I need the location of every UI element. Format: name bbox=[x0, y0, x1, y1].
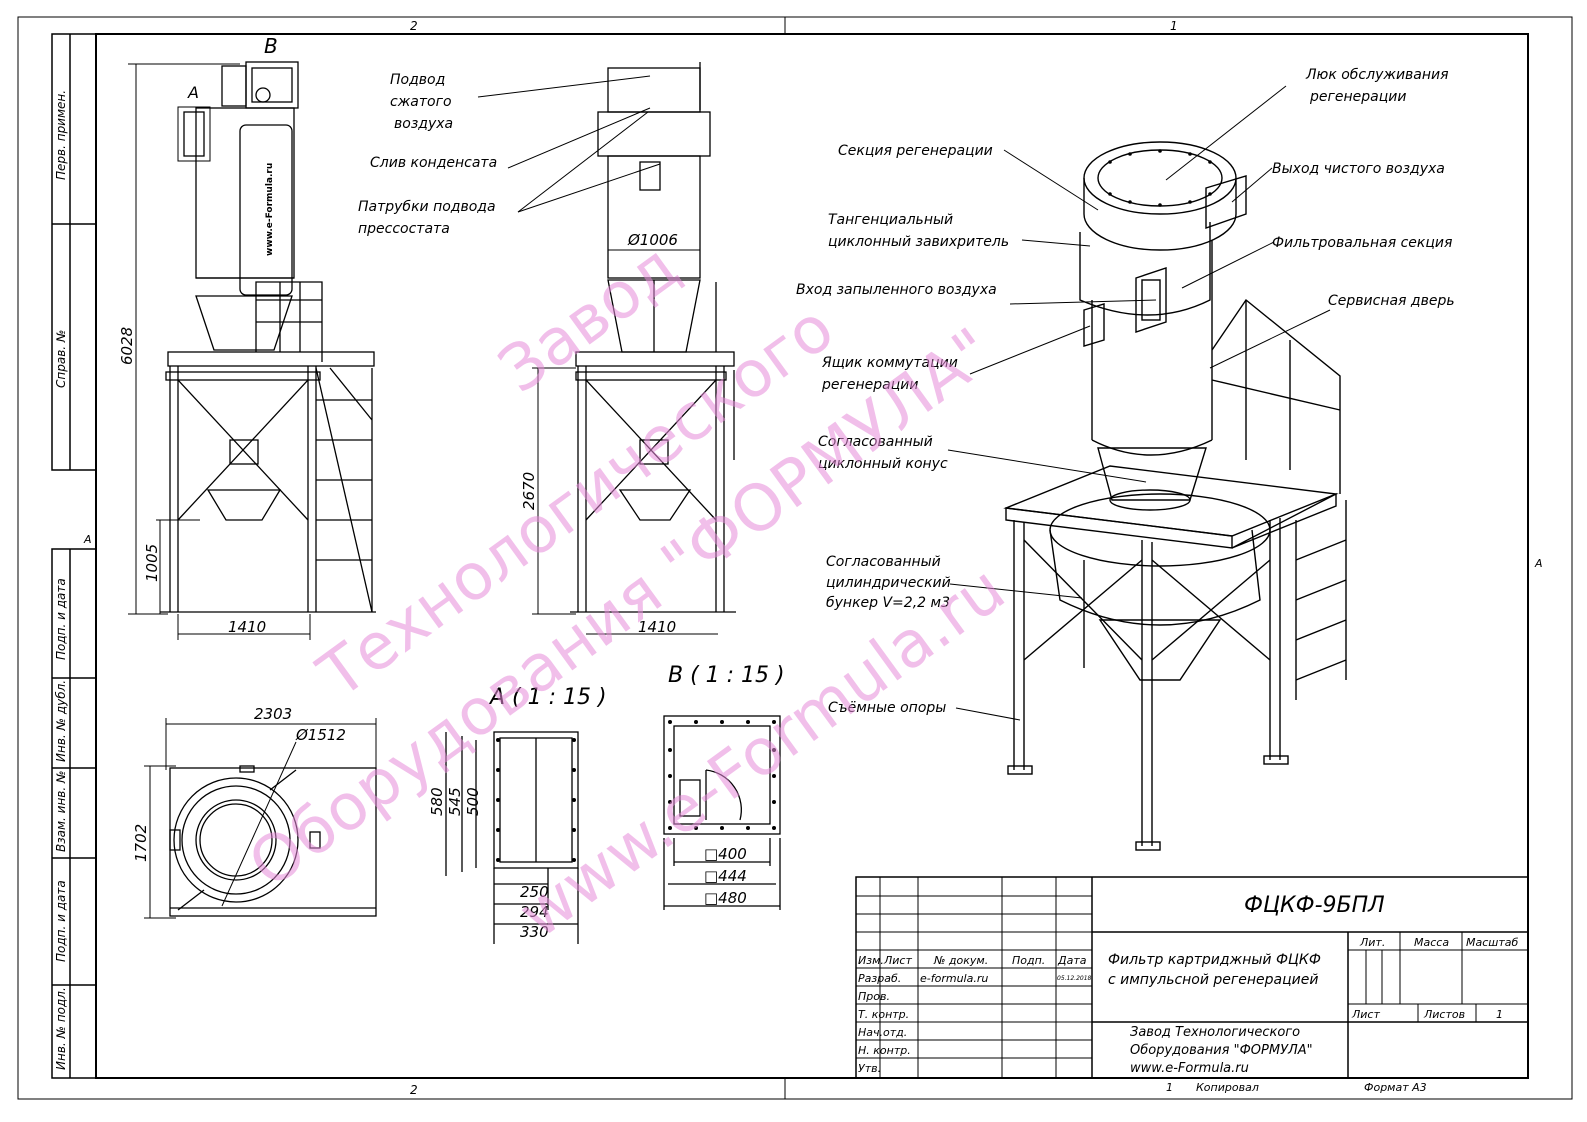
leader-lines-right bbox=[947, 85, 1331, 721]
watermark: Завод Технологического Оборудования "ФОР… bbox=[236, 230, 1019, 953]
col-masshtab: Масштаб bbox=[1466, 936, 1518, 949]
title-org-line1: Завод Технологического bbox=[1130, 1025, 1300, 1040]
stamp-vzam-inv: Взам. инв. № bbox=[54, 771, 68, 852]
side-stamp bbox=[51, 33, 97, 1079]
dim-detail-b-444: □444 bbox=[704, 867, 747, 885]
title-designation: ФЦКФ-9БПЛ bbox=[1244, 893, 1385, 918]
inner-frame bbox=[95, 33, 1529, 1079]
razrab-date: 05.12.2018 bbox=[1057, 975, 1092, 982]
title-block bbox=[855, 876, 1529, 1079]
body-label: www.e-Formula.ru bbox=[265, 163, 275, 256]
side-dimensions bbox=[532, 249, 718, 635]
dim-plan-depth: 1702 bbox=[132, 824, 150, 862]
detail-b bbox=[663, 715, 781, 910]
callout-pressostat-nozzles: Патрубки подвода прессостата bbox=[358, 199, 500, 237]
col-list: Лист bbox=[883, 954, 912, 967]
view-marker-a: А bbox=[187, 83, 199, 102]
row-razrab: Разраб. bbox=[858, 972, 901, 985]
zone-letter-left: А bbox=[83, 533, 92, 546]
callout-service-hatch: Люк обслуживания регенерации bbox=[1305, 67, 1453, 105]
sheets-label: Листов bbox=[1423, 1008, 1465, 1021]
dim-detail-a-545: 545 bbox=[446, 787, 464, 816]
zone-letter-right: А bbox=[1534, 557, 1543, 570]
copied-label: Копировал bbox=[1196, 1081, 1259, 1094]
razrab-name: e-formula.ru bbox=[920, 972, 988, 985]
col-izm: Изм. bbox=[858, 954, 884, 967]
callout-service-door: Сервисная дверь bbox=[1328, 293, 1455, 309]
row-nachotd: Нач.отд. bbox=[858, 1026, 907, 1039]
detail-b-bolts bbox=[668, 720, 776, 830]
dim-leg-height: 1005 bbox=[143, 544, 161, 582]
dim-plan-width: 2303 bbox=[254, 705, 292, 723]
callout-compressed-air: Подвод сжатого воздуха bbox=[390, 72, 456, 132]
stamp-inv-dubl: Инв. № дубл. bbox=[54, 680, 68, 762]
title-name-line2: с импульсной регенерацией bbox=[1108, 972, 1318, 988]
title-name-line1: Фильтр картриджный ФЦКФ bbox=[1108, 952, 1321, 968]
callout-clean-air-outlet: Выход чистого воздуха bbox=[1272, 161, 1445, 177]
callout-filter-section: Фильтровальная секция bbox=[1272, 235, 1452, 251]
row-utv: Утв. bbox=[858, 1062, 881, 1075]
dim-detail-a-250: 250 bbox=[520, 883, 549, 901]
col-date: Дата bbox=[1057, 954, 1087, 967]
callout-switch-box: Ящик коммутации регенерации bbox=[821, 355, 962, 393]
stamp-podp-data-1: Подп. и дата bbox=[54, 578, 68, 660]
leader-lines-left bbox=[477, 75, 661, 213]
dim-detail-a-330: 330 bbox=[520, 923, 549, 941]
plan-dimensions bbox=[144, 718, 377, 919]
dim-height-side: 2670 bbox=[520, 472, 538, 510]
row-tkontr: Т. контр. bbox=[858, 1008, 909, 1021]
dim-plan-diameter: Ø1512 bbox=[295, 726, 346, 744]
callout-cyclone-cone: Согласованный циклонный конус bbox=[818, 434, 948, 472]
stamp-podp-data-2: Подп. и дата bbox=[54, 880, 68, 962]
col-massa: Масса bbox=[1414, 936, 1449, 949]
stamp-inv-podl: Инв. № подл. bbox=[54, 987, 68, 1070]
title-org-line2: Оборудования "ФОРМУЛА" bbox=[1130, 1043, 1313, 1058]
sheets-value: 1 bbox=[1496, 1008, 1503, 1021]
dim-diameter-body: Ø1006 bbox=[627, 231, 678, 249]
dim-detail-b-480: □480 bbox=[704, 889, 747, 907]
callout-condensate-drain: Слив конденсата bbox=[370, 155, 497, 171]
isometric-view bbox=[1003, 141, 1347, 851]
col-podp: Подп. bbox=[1012, 954, 1045, 967]
view-title-a: А ( 1 : 15 ) bbox=[488, 685, 607, 710]
row-nkontr: Н. контр. bbox=[858, 1044, 911, 1057]
title-org-line3: www.e-Formula.ru bbox=[1130, 1061, 1249, 1076]
side-view bbox=[570, 62, 736, 613]
dim-detail-a-294: 294 bbox=[520, 903, 549, 921]
callout-tangential-swirler: Тангенциальный циклонный завихритель bbox=[828, 212, 1009, 250]
front-dimensions bbox=[128, 63, 311, 640]
format-label: Формат А3 bbox=[1364, 1081, 1427, 1094]
callout-dusty-air-inlet: Вход запыленного воздуха bbox=[796, 282, 997, 298]
zone-number-top-right: 1 bbox=[1170, 19, 1178, 33]
zone-number-top-left: 2 bbox=[410, 19, 418, 33]
callout-bunker: Согласованный цилиндрический бункер V=2,… bbox=[826, 554, 955, 611]
dim-height-total: 6028 bbox=[118, 327, 136, 365]
row-prov: Пров. bbox=[858, 990, 890, 1003]
stamp-perv-primen: Перв. примен. bbox=[54, 90, 68, 180]
col-doc: № докум. bbox=[933, 954, 988, 967]
watermark-line-1: Завод bbox=[486, 230, 692, 408]
isometric-bolts bbox=[1108, 149, 1212, 207]
callout-removable-supports: Съёмные опоры bbox=[828, 700, 946, 716]
dim-detail-a-500: 500 bbox=[464, 787, 482, 816]
sheet-label: Лист bbox=[1351, 1008, 1380, 1021]
bottom-number: 1 bbox=[1166, 1081, 1173, 1094]
zone-number-bottom-left: 2 bbox=[410, 1083, 418, 1097]
dim-width-front: 1410 bbox=[228, 618, 266, 636]
dim-detail-a-580: 580 bbox=[428, 787, 446, 816]
plan-view bbox=[169, 765, 377, 917]
stamp-sprav-no: Справ. № bbox=[54, 330, 68, 388]
view-marker-b: В bbox=[264, 34, 278, 58]
detail-a-bolts bbox=[496, 738, 576, 862]
col-lit: Лит. bbox=[1359, 936, 1385, 949]
outer-frame bbox=[17, 16, 1573, 1100]
callout-regeneration-section: Секция регенерации bbox=[838, 143, 993, 159]
dim-width-side: 1410 bbox=[638, 618, 676, 636]
dim-detail-b-400: □400 bbox=[704, 845, 747, 863]
view-title-b: В ( 1 : 15 ) bbox=[668, 663, 785, 688]
front-view bbox=[160, 61, 376, 613]
